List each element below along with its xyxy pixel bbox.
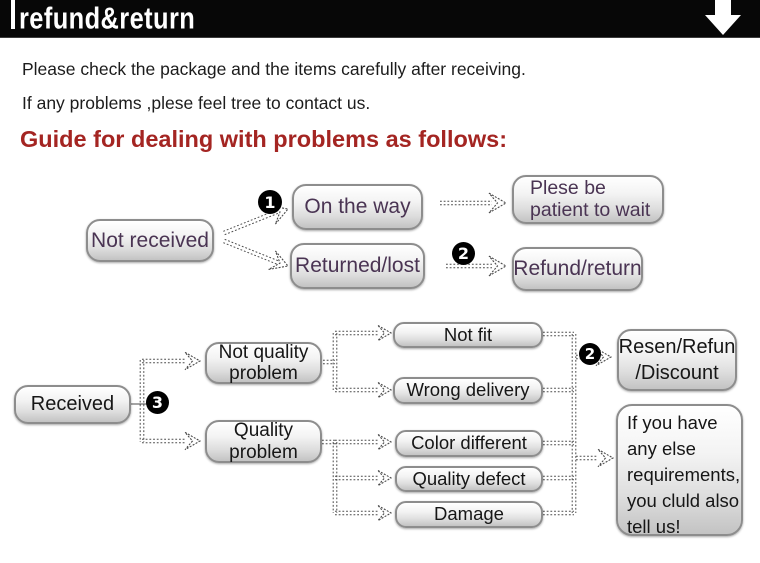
connector-arrowhead [377,324,393,342]
flow-box-label-line2: /Discount [635,362,719,384]
connector-line [224,212,280,236]
step-badge-3: 3 [146,391,169,414]
connector-arrowhead [597,448,615,468]
flow-box-label: Not fit [443,323,493,345]
flow-box-not-quality-problem: Not quality problem [205,342,322,384]
connector-arrowhead [184,351,202,371]
connector-arrowhead [377,381,393,399]
note-line: you cluld also [627,490,740,511]
flow-box-label-line2: problem [229,441,298,463]
flow-box-refund-return: Refund/return [512,247,643,291]
header-notch [11,0,15,29]
flow-box-label-line1: Resen/Refun [618,336,736,358]
step-badge-1: 1 [258,190,282,214]
flow-box-label-line1: Plese be [530,176,606,199]
header-bar: refund&return [0,0,760,38]
note-line: If you have [627,412,718,433]
flow-box-label: Returned/lost [295,254,420,278]
guide-heading: Guide for dealing with problems as follo… [20,126,508,152]
flow-box-resend-refund-discount: Resen/Refun /Discount [617,329,737,391]
connector-arrowhead [377,504,393,522]
flow-box-damage: Damage [395,501,543,528]
flow-box-label-line2: problem [229,363,298,384]
flow-box-label: On the way [304,195,411,219]
connector-line [224,238,280,262]
connector-arrowhead [377,433,393,451]
down-arrow-icon [705,0,741,35]
intro-line-1: Please check the package and the items c… [22,59,526,79]
connector-arrowhead [377,469,393,487]
flow-box-color-different: Color different [395,430,543,457]
flow-box-label: Quality defect [412,467,526,489]
flow-box-returned-lost: Returned/lost [290,243,425,289]
flow-box-label-line1: Quality [233,420,294,442]
flow-box-wrong-delivery: Wrong delivery [393,377,543,404]
flow-box-label: Wrong delivery [406,379,530,401]
flow-box-label: Damage [434,503,504,525]
flow-box-received: Received [14,385,131,424]
flow-box-on-the-way: On the way [292,184,423,230]
step-badge-2b: 2 [579,343,601,365]
flow-box-other-requirements-note: If you have any else requirements, you c… [616,404,743,537]
flow-box-not-fit: Not fit [393,322,543,348]
connector-arrowhead [488,255,508,277]
step-badge-2: 2 [452,242,475,265]
page-title: refund&return [19,0,196,35]
note-line: tell us! [627,516,681,537]
flow-box-label: Received [30,393,115,416]
flow-box-label-line2: patient to wait [530,198,651,221]
connector-arrowhead [488,192,508,214]
connector-line [223,242,279,266]
flow-box-label: Color different [411,432,527,454]
connector-arrowhead [268,250,290,270]
flow-box-quality-defect: Quality defect [395,466,543,492]
flow-box-label-line1: Not quality [218,341,309,363]
flow-box-label: Refund/return [513,257,642,281]
flow-box-not-received: Not received [86,219,214,262]
flow-box-patient-wait: Plese be patient to wait [512,175,664,224]
note-line: requirements, [627,464,741,485]
intro-line-2: If any problems ,plese feel tree to cont… [22,93,371,113]
connector-arrowhead [184,431,202,451]
flow-box-quality-problem: Quality problem [205,420,322,463]
note-line: any else [627,438,696,459]
flow-box-label: Not received [91,228,209,252]
